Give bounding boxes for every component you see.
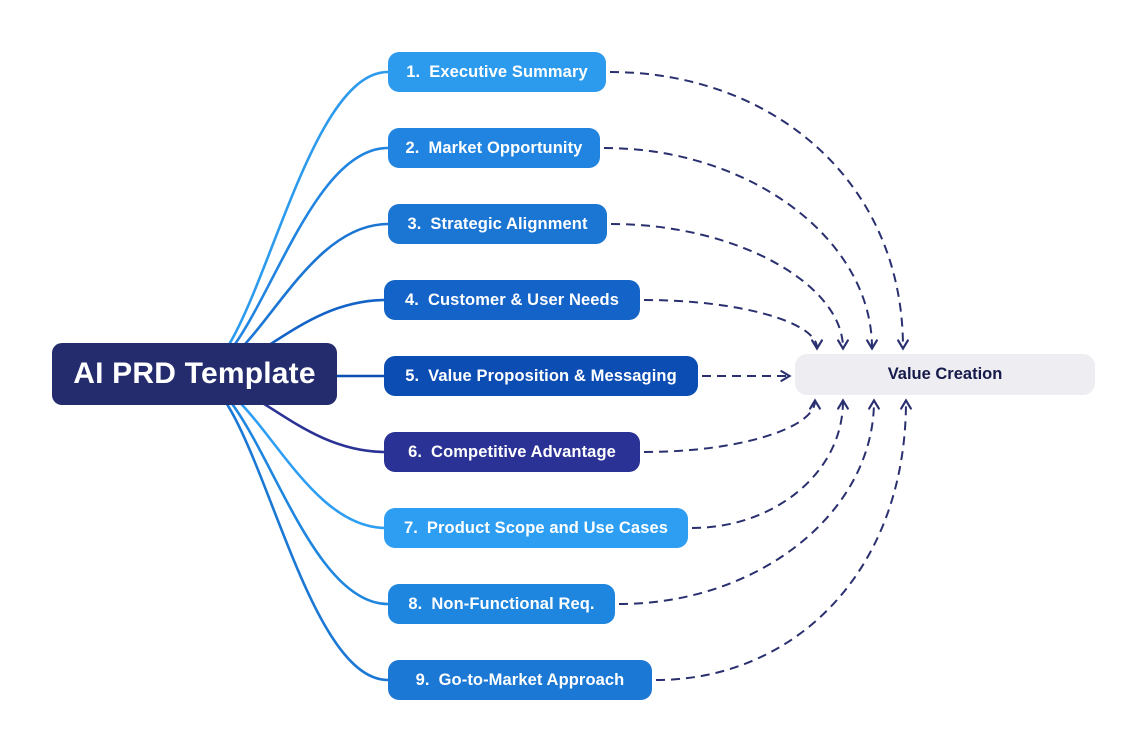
section-node-executive-summary[interactable]: 1. Executive Summary [388, 52, 606, 92]
section-label: Market Opportunity [428, 138, 583, 157]
section-number: 8. [408, 594, 423, 613]
section-label: Customer & User Needs [427, 290, 619, 309]
section-node-value-proposition-messaging[interactable]: 5. Value Proposition & Messaging [384, 356, 698, 396]
section-node-content: 1. Executive Summary [406, 63, 588, 82]
root-node-ai-prd-template[interactable]: AI PRD Template [52, 343, 337, 405]
flow-arrow-6 [643, 398, 821, 453]
section-node-content: 5. Value Proposition & Messaging [405, 367, 677, 386]
outcome-label: Value Creation [887, 365, 1003, 383]
section-node-strategic-alignment[interactable]: 3. Strategic Alignment [388, 204, 607, 244]
flow-arrow-2 [603, 147, 878, 351]
section-label: Value Proposition & Messaging [428, 366, 677, 385]
branch-line-8 [194, 375, 389, 606]
section-node-content: 9. Go-to-Market Approach [416, 671, 625, 690]
section-label: Product Scope and Use Cases [426, 518, 669, 537]
flow-arrow-8 [618, 398, 880, 605]
outcome-node-value-creation[interactable]: Value Creation [795, 354, 1095, 395]
section-node-market-opportunity[interactable]: 2. Market Opportunity [388, 128, 600, 168]
section-number: 4. [405, 290, 419, 309]
section-label: Executive Summary [429, 62, 588, 81]
section-node-non-functional-req[interactable]: 8. Non-Functional Req. [388, 584, 615, 624]
section-number: 9. [415, 670, 430, 689]
section-label: Go-to-Market Approach [438, 670, 625, 689]
section-node-content: 3. Strategic Alignment [407, 215, 587, 234]
section-node-content: 8. Non-Functional Req. [408, 595, 594, 614]
section-node-content: 2. Market Opportunity [406, 139, 583, 158]
flow-arrow-9 [655, 398, 912, 681]
flow-arrow-4 [643, 299, 823, 351]
root-node-label: AI PRD Template [73, 357, 316, 390]
flow-arrow-1 [609, 71, 909, 351]
section-number: 3. [407, 214, 422, 233]
section-label: Non-Functional Req. [431, 594, 595, 613]
branch-line-2 [194, 146, 389, 377]
section-node-product-scope-use-cases[interactable]: 7. Product Scope and Use Cases [384, 508, 688, 548]
section-number: 7. [403, 518, 418, 537]
section-node-content: 7. Product Scope and Use Cases [404, 519, 668, 538]
section-label: Competitive Advantage [431, 442, 616, 461]
section-node-content: 6. Competitive Advantage [408, 443, 616, 462]
section-node-go-to-market-approach[interactable]: 9. Go-to-Market Approach [388, 660, 652, 700]
section-number: 6. [408, 442, 423, 461]
section-node-content: 4. Customer & User Needs [405, 291, 619, 310]
section-number: 1. [406, 62, 421, 81]
flow-arrow-3 [610, 223, 849, 351]
section-node-customer-user-needs[interactable]: 4. Customer & User Needs [384, 280, 640, 320]
section-number: 2. [405, 138, 420, 157]
section-number: 5. [405, 366, 420, 385]
flow-arrow-7 [691, 398, 849, 529]
section-label: Strategic Alignment [430, 214, 588, 233]
section-node-competitive-advantage[interactable]: 6. Competitive Advantage [384, 432, 640, 472]
